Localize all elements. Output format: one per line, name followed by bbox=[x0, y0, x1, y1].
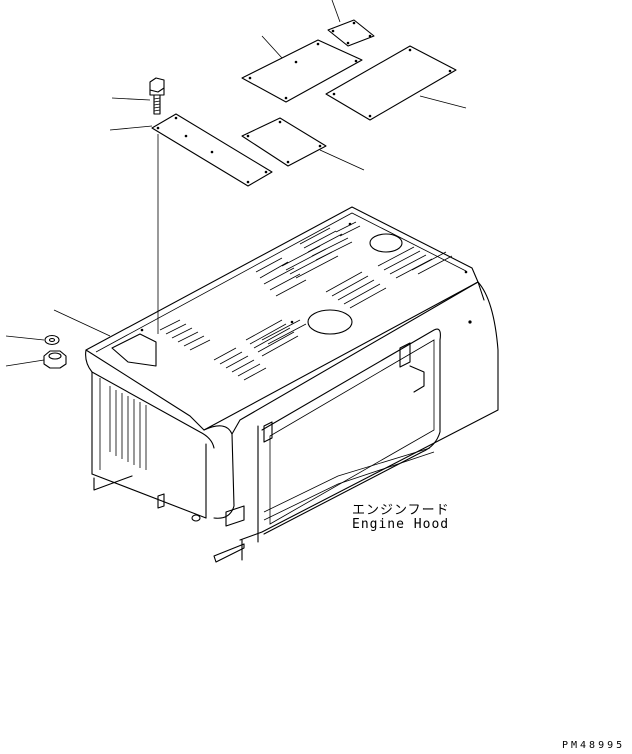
cover-plate-upper-left bbox=[241, 39, 363, 103]
bolt bbox=[149, 77, 165, 115]
cover-plate-middle bbox=[241, 117, 327, 167]
cover-plate-long bbox=[151, 113, 273, 187]
cover-plate-upper-right bbox=[325, 45, 457, 121]
nut bbox=[43, 350, 67, 369]
washer bbox=[44, 334, 60, 346]
part-label-japanese: エンジンフード bbox=[352, 503, 450, 518]
leader-lines bbox=[5, 0, 467, 367]
hood-decal bbox=[111, 333, 157, 367]
engine-hood bbox=[85, 206, 499, 563]
cover-plate-small-top bbox=[327, 19, 375, 47]
hood-louvres bbox=[159, 221, 453, 381]
part-label-english: Engine Hood bbox=[352, 517, 450, 532]
drawing-number: PM48995 bbox=[562, 740, 626, 751]
